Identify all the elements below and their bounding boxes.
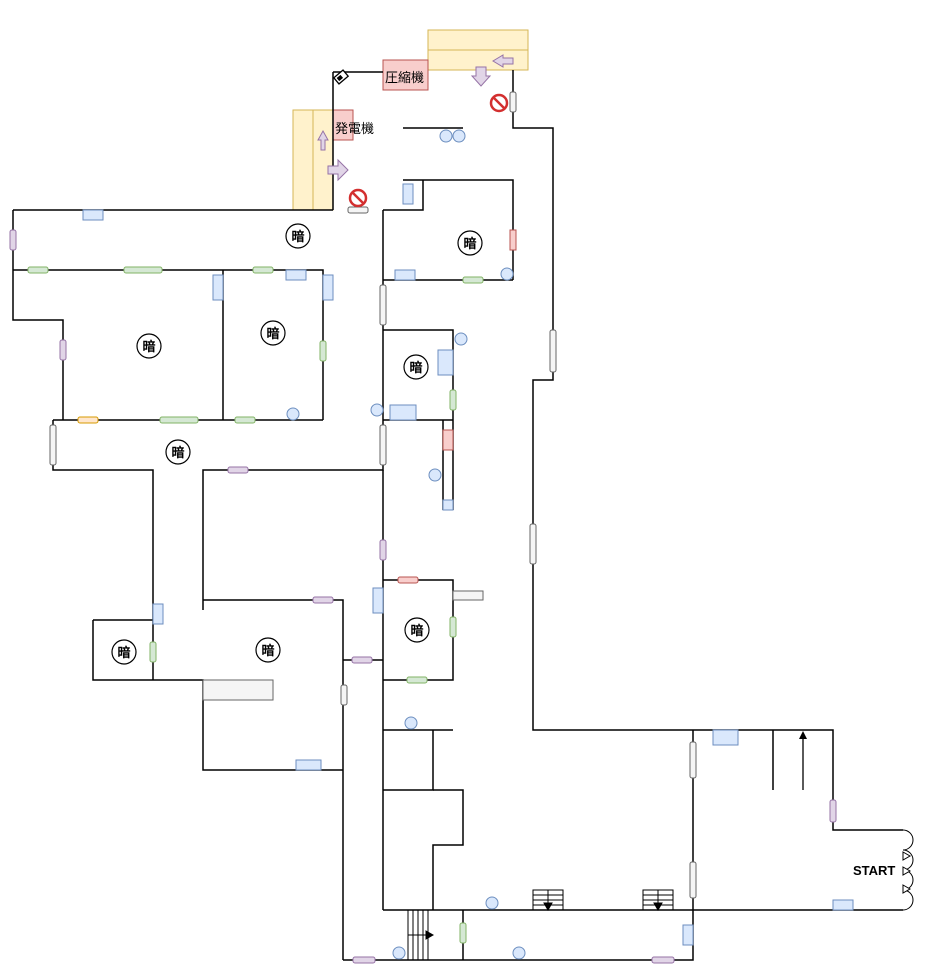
svg-text:暗: 暗 [171,445,184,460]
compressor-box [382,59,429,91]
compressor-label: 圧縮機 [385,70,425,85]
gray-table [202,679,274,701]
dark-room-marker: 暗 [260,320,286,346]
svg-text:暗: 暗 [261,643,274,658]
start-label: START [853,863,896,878]
dark-room-marker: 暗 [111,639,137,665]
dark-room-marker: 暗 [404,617,430,643]
start-entrance-icon [902,829,914,911]
flow-arrows [317,54,514,182]
dark-room-marker: 暗 [136,333,162,359]
walls [12,70,903,961]
orange-door [77,416,99,424]
generator-label: 発電機 [335,121,375,136]
svg-text:暗: 暗 [117,645,130,660]
svg-text:暗: 暗 [266,326,279,341]
svg-text:暗: 暗 [142,339,155,354]
stairs-down-icon [642,889,674,912]
svg-text:暗: 暗 [410,623,423,638]
gray-doors [49,91,697,899]
red-doors [397,229,517,584]
dark-room-marker: 暗 [165,439,191,465]
green-doors [27,266,484,944]
svg-text:暗: 暗 [409,360,422,375]
dark-room-marker: 暗 [403,354,429,380]
left-yellow-area [292,109,334,211]
gray-counter [452,590,484,601]
dark-room-marker: 暗 [285,223,311,249]
blue-boxes [82,183,854,946]
no-entry-icon [489,93,509,113]
no-entry-icon [348,188,368,208]
ticket-icon [332,69,350,85]
svg-text:暗: 暗 [291,229,304,244]
stairs-down-icon [532,889,564,912]
blue-circles [286,129,526,960]
purple-doors [9,229,837,964]
up-arrow-icon [799,731,807,790]
svg-text:暗: 暗 [463,236,476,251]
dark-room-marker: 暗 [255,637,281,663]
dark-room-marker: 暗 [457,230,483,256]
stairs-right-icon [407,910,435,960]
